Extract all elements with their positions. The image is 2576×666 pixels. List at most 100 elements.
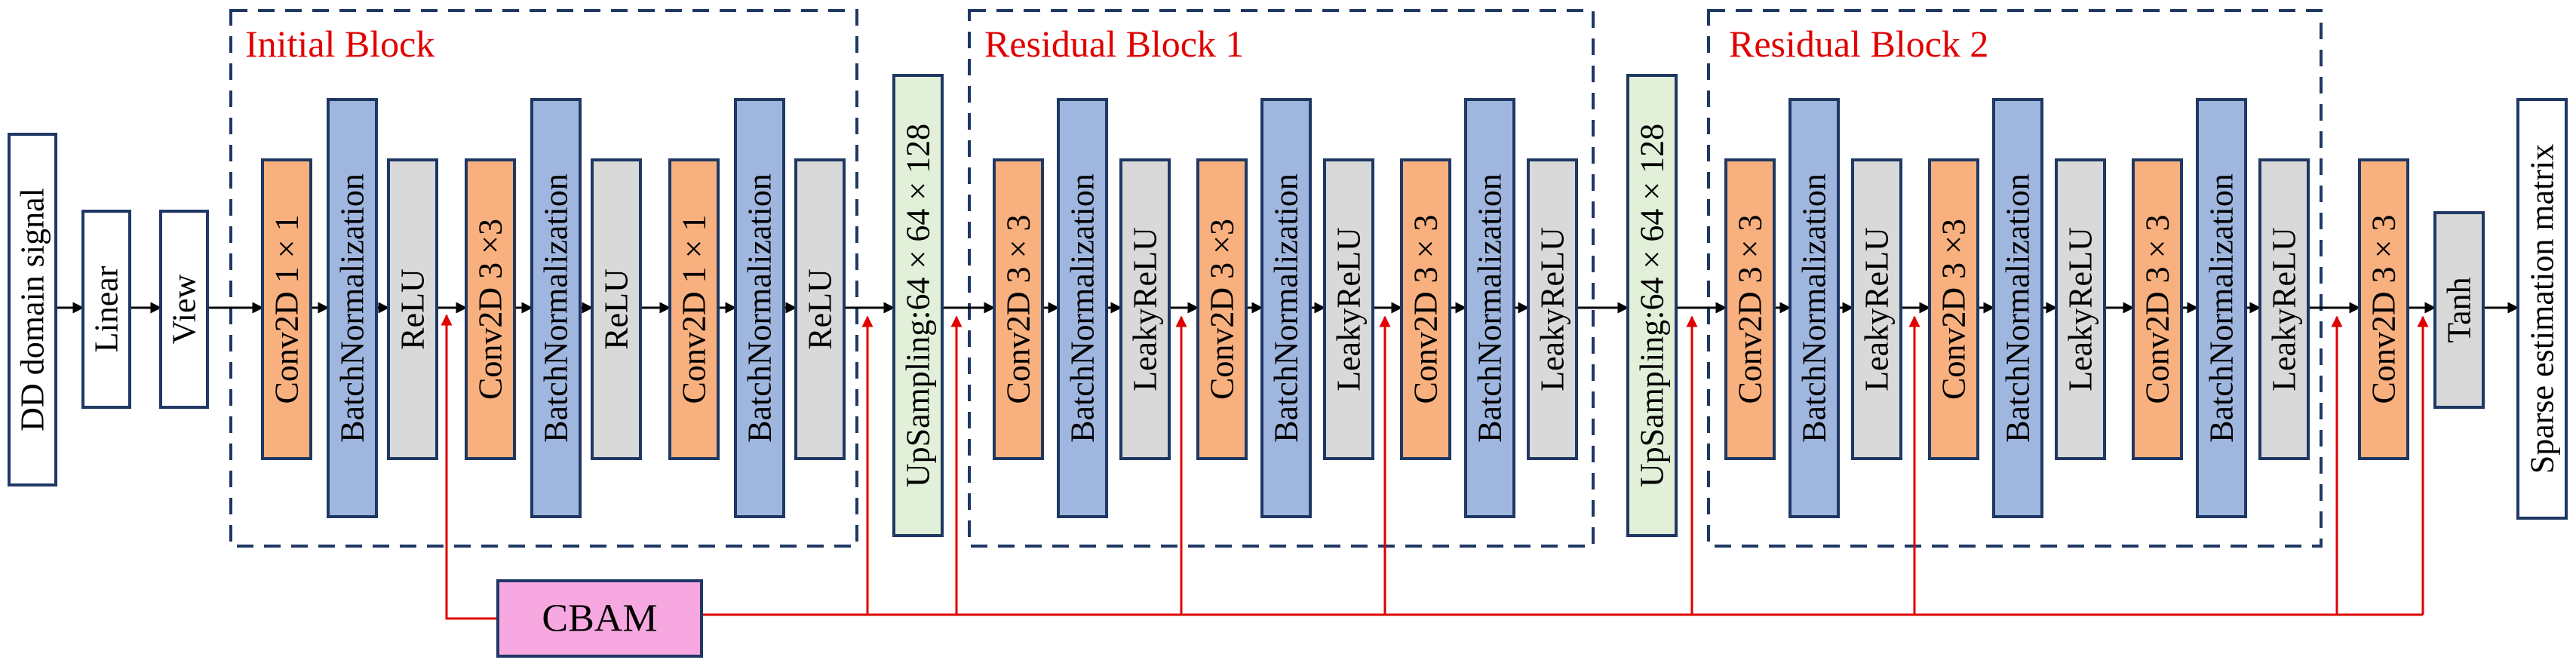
- cbam-module: CBAM: [496, 579, 703, 658]
- layer-node-r2_c1: Conv2D 3 × 3: [1724, 158, 1776, 460]
- layer-label-up1: UpSampling:64 × 64 × 128: [900, 124, 937, 487]
- layer-box-ib_b1: [327, 98, 378, 518]
- layer-box-tanh: [2433, 211, 2485, 409]
- layer-label-ib_a1: ReLU: [395, 269, 431, 350]
- layer-box-ib_a1: [387, 158, 438, 460]
- layer-node-r2_b3: BatchNormalization: [2196, 98, 2247, 518]
- layer-node-r1_c2: Conv2D 3 ×3: [1196, 158, 1248, 460]
- layer-box-r2_a2: [2055, 158, 2106, 460]
- layer-label-view: View: [166, 274, 203, 344]
- layer-label-ib_c2: Conv2D 3 ×3: [472, 219, 509, 400]
- cbam-box: [496, 579, 703, 658]
- layer-node-ib_b1: BatchNormalization: [327, 98, 378, 518]
- layer-box-in: [8, 133, 57, 486]
- layer-box-r1_c2: [1196, 158, 1248, 460]
- layer-label-r1_c2: Conv2D 3 ×3: [1204, 219, 1241, 400]
- layer-node-r2_a1: LeakyReLU: [1851, 158, 1902, 460]
- layer-box-ib_c2: [465, 158, 516, 460]
- layer-node-ib_a2: ReLU: [591, 158, 642, 460]
- layer-box-r2_c2: [1928, 158, 1979, 460]
- layer-label-ib_a2: ReLU: [598, 269, 635, 350]
- layer-label-r1_a2: LeakyReLU: [1331, 227, 1368, 391]
- layer-label-r1_a1: LeakyReLU: [1127, 227, 1164, 391]
- layer-label-r1_b3: BatchNormalization: [1472, 173, 1509, 443]
- layer-box-r2_a1: [1851, 158, 1902, 460]
- layer-label-r2_b2: BatchNormalization: [2000, 173, 2037, 443]
- layer-box-up2: [1626, 74, 1678, 537]
- layer-node-ib_c3: Conv2D 1 × 1: [668, 158, 720, 460]
- layer-node-r1_b1: BatchNormalization: [1057, 98, 1108, 518]
- layer-label-r2_a1: LeakyReLU: [1859, 227, 1896, 391]
- layer-label-r2_c1: Conv2D 3 × 3: [1732, 215, 1769, 404]
- layer-box-r2_c3: [2132, 158, 2183, 460]
- residual-block-2-frame: [1707, 9, 2323, 548]
- layer-box-r1_b1: [1057, 98, 1108, 518]
- layer-box-out_c: [2358, 158, 2409, 460]
- layer-node-r1_c1: Conv2D 3 × 3: [993, 158, 1044, 460]
- layer-box-ib_a2: [591, 158, 642, 460]
- layer-box-r1_a3: [1527, 158, 1578, 460]
- layer-box-r1_c3: [1400, 158, 1451, 460]
- layer-node-ib_b2: BatchNormalization: [530, 98, 582, 518]
- layer-node-ib_a3: ReLU: [794, 158, 846, 460]
- layer-node-r1_c3: Conv2D 3 × 3: [1400, 158, 1451, 460]
- layer-node-up1: UpSampling:64 × 64 × 128: [892, 74, 944, 537]
- layer-label-out: Sparse estimation matrix: [2524, 144, 2561, 474]
- layer-box-out: [2516, 98, 2568, 520]
- layer-box-r2_b3: [2196, 98, 2247, 518]
- layer-box-r1_a2: [1323, 158, 1374, 460]
- layer-label-tanh: Tanh: [2441, 277, 2478, 342]
- layer-label-r2_a2: LeakyReLU: [2062, 227, 2099, 391]
- layer-node-out: Sparse estimation matrix: [2516, 98, 2568, 520]
- layer-node-r1_a2: LeakyReLU: [1323, 158, 1374, 460]
- layer-node-r2_c3: Conv2D 3 × 3: [2132, 158, 2183, 460]
- layer-box-lin: [81, 210, 131, 409]
- layer-label-ib_b1: BatchNormalization: [334, 173, 371, 443]
- layer-node-r1_b3: BatchNormalization: [1464, 98, 1515, 518]
- layer-label-r1_a3: LeakyReLU: [1534, 227, 1571, 391]
- layer-label-r1_c1: Conv2D 3 × 3: [1000, 215, 1037, 404]
- layer-label-r2_a3: LeakyReLU: [2266, 227, 2303, 391]
- layer-node-view: View: [159, 210, 209, 409]
- layer-box-ib_b2: [530, 98, 582, 518]
- layer-box-r1_b3: [1464, 98, 1515, 518]
- layer-node-r1_a3: LeakyReLU: [1527, 158, 1578, 460]
- layer-node-r2_b2: BatchNormalization: [1992, 98, 2043, 518]
- layer-box-up1: [892, 74, 944, 537]
- residual-block-1-title: Residual Block 1: [984, 23, 1244, 65]
- layer-label-out_c: Conv2D 3 × 3: [2366, 215, 2403, 404]
- layer-label-r1_b1: BatchNormalization: [1064, 173, 1101, 443]
- layer-node-ib_c2: Conv2D 3 ×3: [465, 158, 516, 460]
- cbam-link-initial: [441, 314, 498, 620]
- layer-label-ib_b3: BatchNormalization: [741, 173, 778, 443]
- layer-label-ib_c3: Conv2D 1 × 1: [676, 215, 713, 404]
- layer-node-ib_a1: ReLU: [387, 158, 438, 460]
- layer-node-ib_c1: Conv2D 1 × 1: [261, 158, 312, 460]
- layer-node-r2_c2: Conv2D 3 ×3: [1928, 158, 1979, 460]
- layer-label-r2_c3: Conv2D 3 × 3: [2139, 215, 2176, 404]
- layer-label-in: DD domain signal: [14, 188, 51, 431]
- layer-node-lin: Linear: [81, 210, 131, 409]
- layer-box-ib_c1: [261, 158, 312, 460]
- layer-label-r2_b3: BatchNormalization: [2203, 173, 2240, 443]
- layer-label-lin: Linear: [88, 265, 125, 352]
- initial-block-frame: [229, 9, 858, 548]
- layer-box-r2_b2: [1992, 98, 2043, 518]
- layer-node-r2_a3: LeakyReLU: [2258, 158, 2310, 460]
- layer-box-ib_b3: [734, 98, 785, 518]
- layer-node-ib_b3: BatchNormalization: [734, 98, 785, 518]
- layer-label-ib_a3: ReLU: [802, 269, 839, 350]
- layer-node-r1_a1: LeakyReLU: [1119, 158, 1171, 460]
- layer-label-r2_b1: BatchNormalization: [1796, 173, 1833, 443]
- layer-box-r2_c1: [1724, 158, 1776, 460]
- layer-node-tanh: Tanh: [2433, 211, 2485, 409]
- layer-box-r1_c1: [993, 158, 1044, 460]
- layer-node-r1_b2: BatchNormalization: [1260, 98, 1312, 518]
- layer-box-r1_a1: [1119, 158, 1171, 460]
- layer-label-ib_b2: BatchNormalization: [538, 173, 575, 443]
- layer-box-r1_b2: [1260, 98, 1312, 518]
- layer-label-up2: UpSampling:64 × 64 × 128: [1634, 124, 1671, 487]
- layer-label-r2_c2: Conv2D 3 ×3: [1936, 219, 1973, 400]
- layer-box-r2_a3: [2258, 158, 2310, 460]
- layer-box-ib_c3: [668, 158, 720, 460]
